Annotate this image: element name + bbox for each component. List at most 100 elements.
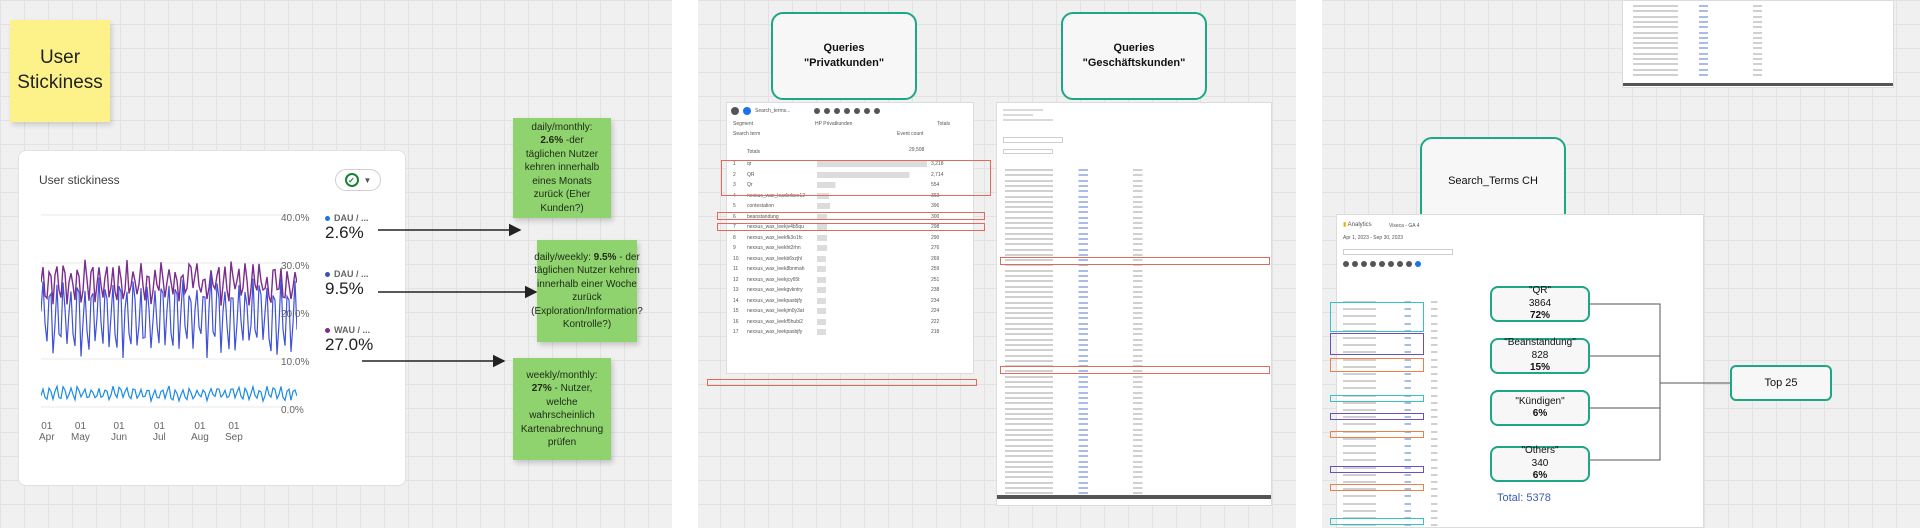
row-term: nexxus_wax_leekpasbjfy	[747, 329, 803, 336]
mini-row	[1633, 63, 1783, 66]
mini-row	[1633, 42, 1783, 45]
row-index: 5	[733, 203, 736, 210]
y-tick-20: 20.0%	[281, 309, 310, 320]
row-index: 9	[733, 245, 736, 252]
mini-row	[1633, 26, 1783, 29]
mini-row	[1005, 418, 1165, 421]
mini-row	[1633, 47, 1783, 50]
y-tick-10: 10.0%	[281, 357, 310, 368]
y-tick-0: 0.0%	[281, 405, 304, 416]
row-bar	[817, 255, 927, 262]
analytics-date-range: Apr 1, 2023 - Sep 30, 2023	[1343, 235, 1404, 241]
mini-header	[1003, 109, 1063, 131]
arrows-layer	[362, 223, 538, 368]
category-others[interactable]: "Others" 340 6%	[1490, 445, 1590, 482]
mini-row	[1005, 465, 1165, 468]
row-index: 14	[733, 297, 739, 304]
col-event-count: Event count	[897, 131, 924, 137]
sticky-user-stickiness[interactable]: User Stickiness	[10, 20, 110, 122]
row-index: 11	[733, 266, 739, 273]
row-term: nexxus_wax_leekjm0y3at	[747, 308, 804, 315]
mini-row	[1005, 232, 1165, 235]
mini-row	[1343, 401, 1453, 404]
row-value: 3,218	[931, 161, 944, 168]
mini-row	[1005, 455, 1165, 458]
mini-row	[1633, 10, 1783, 13]
queries-geschaeftskunden-label[interactable]: Queries "Geschäftskunden"	[1061, 12, 1207, 100]
search-terms-ch-label[interactable]: Search_Terms CH	[1420, 137, 1566, 225]
mini-row	[1343, 329, 1453, 332]
mini-row	[1005, 370, 1165, 373]
mini-row	[1005, 423, 1165, 426]
row-bar	[817, 308, 927, 314]
category-beanstandung[interactable]: "Beanstandung" 828 15%	[1490, 337, 1590, 374]
mini-row	[1005, 222, 1165, 224]
gridlines	[41, 214, 297, 408]
mini-row	[1343, 373, 1453, 375]
row-value: 218	[931, 329, 940, 336]
analytics-property: Viseca - GA 4	[1389, 223, 1420, 229]
mini-row	[1343, 322, 1453, 325]
scrollbar[interactable]	[997, 495, 1271, 499]
top-cropped-screenshot	[1622, 0, 1894, 88]
mini-row	[1005, 296, 1165, 299]
note-weekly-monthly[interactable]: weekly/monthly: 27% - Nutzer, welche wah…	[513, 358, 611, 460]
mini-row	[1343, 502, 1453, 505]
row-index: 8	[733, 234, 736, 241]
row-value: 396	[931, 203, 940, 210]
mini-row	[1005, 343, 1165, 346]
top25-label[interactable]: Top 25	[1730, 365, 1832, 401]
col-segment: Segment	[733, 121, 754, 127]
mini-row	[1005, 412, 1165, 415]
mini-row	[1343, 473, 1453, 476]
totals-label: Totals	[747, 149, 761, 155]
mini-row	[1633, 31, 1783, 34]
metric-value-dau-mau: 2.6%	[325, 223, 364, 242]
compare-dropdown-button[interactable]: ✓ ▼	[335, 169, 381, 191]
row-bar	[817, 161, 927, 167]
queries-privatkunden-label[interactable]: Queries "Privatkunden"	[771, 12, 917, 100]
table-row[interactable]: 5 contestation 396	[733, 203, 969, 209]
highlight-business-row-a	[1000, 257, 1270, 265]
highlight-row-17	[1330, 395, 1424, 402]
row-term: nexxus_wax_leekb6xzjhl	[747, 255, 803, 262]
category-qr[interactable]: "QR" 3864 72%	[1490, 285, 1590, 322]
row-term: nexxus_wax_leekfk3o1fc	[747, 234, 803, 241]
category-kuendigen[interactable]: "Kündigen" 6%	[1490, 390, 1590, 426]
note-daily-weekly[interactable]: daily/weekly: 9.5% - der täglichen Nutze…	[531, 240, 643, 342]
mini-row	[1343, 452, 1453, 455]
mini-row	[1005, 184, 1165, 187]
mini-row	[1343, 524, 1453, 527]
row-term: nexxus_wax_leekgvkntry	[747, 287, 803, 294]
section-divider-2	[1296, 0, 1322, 528]
note-daily-monthly[interactable]: daily/monthly: 2.6% -der täglichen Nutze…	[513, 118, 611, 218]
row-bar	[817, 287, 927, 293]
mini-row	[1005, 195, 1165, 198]
tab-search-terms[interactable]: Search_terms...	[755, 108, 791, 114]
mini-row	[1633, 20, 1783, 23]
mini-row	[1343, 466, 1453, 469]
highlight-qr-group	[1330, 302, 1424, 332]
mini-row	[1005, 476, 1165, 479]
row-value: 238	[931, 287, 940, 294]
row-term: contestation	[747, 203, 774, 210]
mini-row	[1343, 437, 1453, 440]
